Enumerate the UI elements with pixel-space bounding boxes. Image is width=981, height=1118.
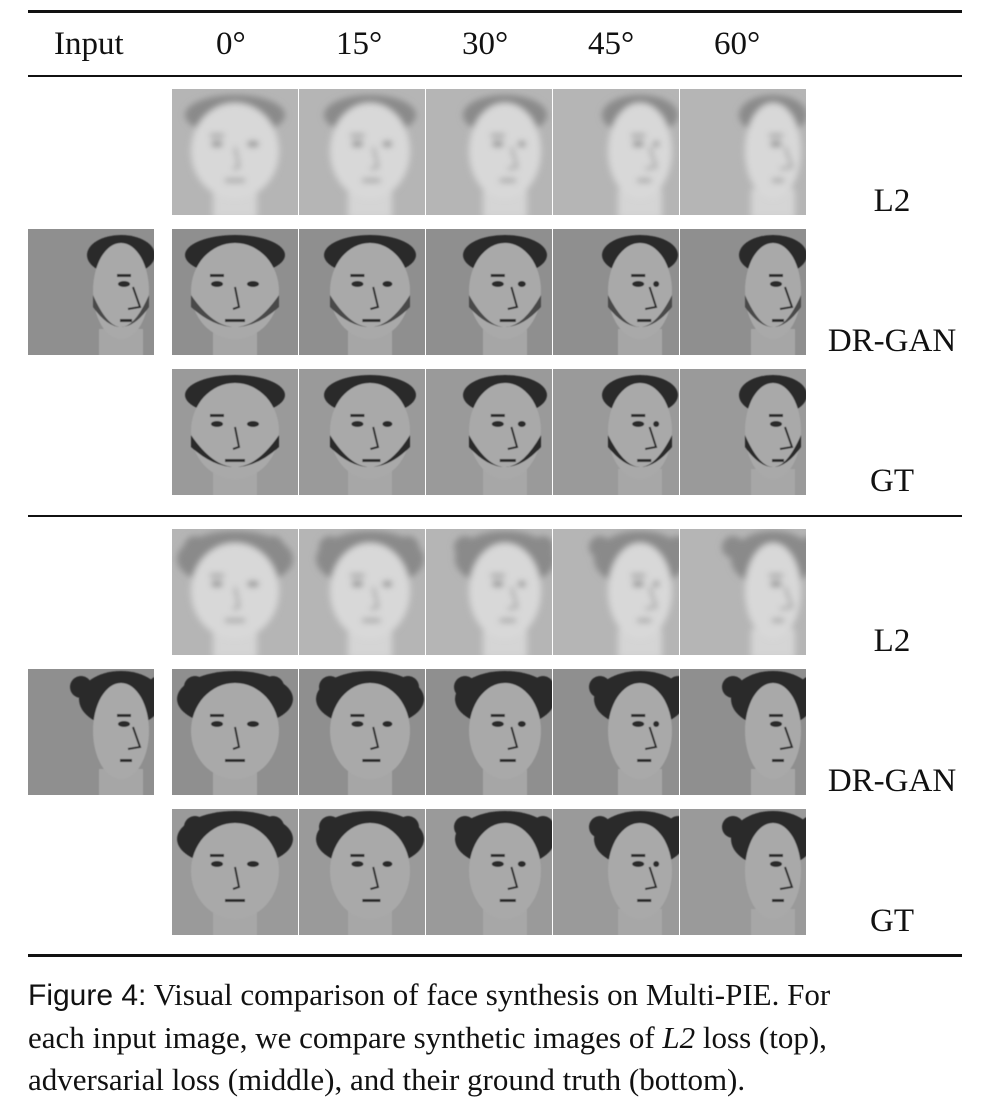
- top-rule: [28, 10, 962, 13]
- caption-line-1: Visual comparison of face synthesis on M…: [146, 977, 831, 1012]
- face-dr-gan-45deg: [553, 669, 679, 795]
- face-gt-60deg: [680, 369, 806, 495]
- face-l2-0deg: [172, 529, 298, 655]
- face-l2-30deg: [426, 89, 552, 215]
- row-label-dr-gan: DR-GAN: [827, 323, 957, 359]
- face-l2-30deg: [426, 529, 552, 655]
- face-gt-0deg: [172, 809, 298, 935]
- group-separator-rule: [28, 515, 962, 517]
- face-l2-15deg: [299, 89, 425, 215]
- face-gt-15deg: [299, 369, 425, 495]
- face-dr-gan-30deg: [426, 669, 552, 795]
- face-dr-gan-60deg: [680, 229, 806, 355]
- caption-line-2a: each input image, we compare synthetic i…: [28, 1020, 663, 1055]
- face-gt-45deg: [553, 809, 679, 935]
- face-gt-60deg: [680, 809, 806, 935]
- row-label-dr-gan: DR-GAN: [827, 763, 957, 799]
- face-gt-30deg: [426, 369, 552, 495]
- bottom-rule: [28, 954, 962, 957]
- header-input-label: Input: [54, 26, 124, 62]
- face-dr-gan-0deg: [172, 669, 298, 795]
- caption-line-2b: loss (top),: [695, 1020, 827, 1055]
- face-dr-gan-15deg: [299, 229, 425, 355]
- face-l2-60deg: [680, 529, 806, 655]
- face-dr-gan-0deg: [172, 229, 298, 355]
- face-l2-45deg: [553, 89, 679, 215]
- caption-math-l2: L2: [662, 1020, 696, 1055]
- face-dr-gan-45deg: [553, 229, 679, 355]
- face-gt-15deg: [299, 809, 425, 935]
- face-l2-0deg: [172, 89, 298, 215]
- face-gt-45deg: [553, 369, 679, 495]
- face-gt-0deg: [172, 369, 298, 495]
- header-angle-15: 15°: [336, 26, 383, 62]
- row-label-l2: L2: [873, 623, 911, 659]
- figure-number: Figure 4:: [28, 979, 147, 1012]
- header-angle-30: 30°: [462, 26, 509, 62]
- input-face-image: [28, 669, 154, 795]
- row-label-gt: GT: [870, 463, 914, 499]
- face-l2-60deg: [680, 89, 806, 215]
- caption-line-3: adversarial loss (middle), and their gro…: [28, 1062, 746, 1097]
- face-dr-gan-30deg: [426, 229, 552, 355]
- header-angle-0: 0°: [216, 26, 246, 62]
- row-label-l2: L2: [873, 183, 911, 219]
- input-face-image: [28, 229, 154, 355]
- header-angle-45: 45°: [588, 26, 635, 62]
- header-rule: [28, 75, 962, 77]
- row-label-gt: GT: [870, 903, 914, 939]
- face-gt-30deg: [426, 809, 552, 935]
- figure-caption: Figure 4: Visual comparison of face synt…: [28, 974, 968, 1101]
- face-l2-45deg: [553, 529, 679, 655]
- face-dr-gan-60deg: [680, 669, 806, 795]
- face-dr-gan-15deg: [299, 669, 425, 795]
- face-l2-15deg: [299, 529, 425, 655]
- header-angle-60: 60°: [714, 26, 761, 62]
